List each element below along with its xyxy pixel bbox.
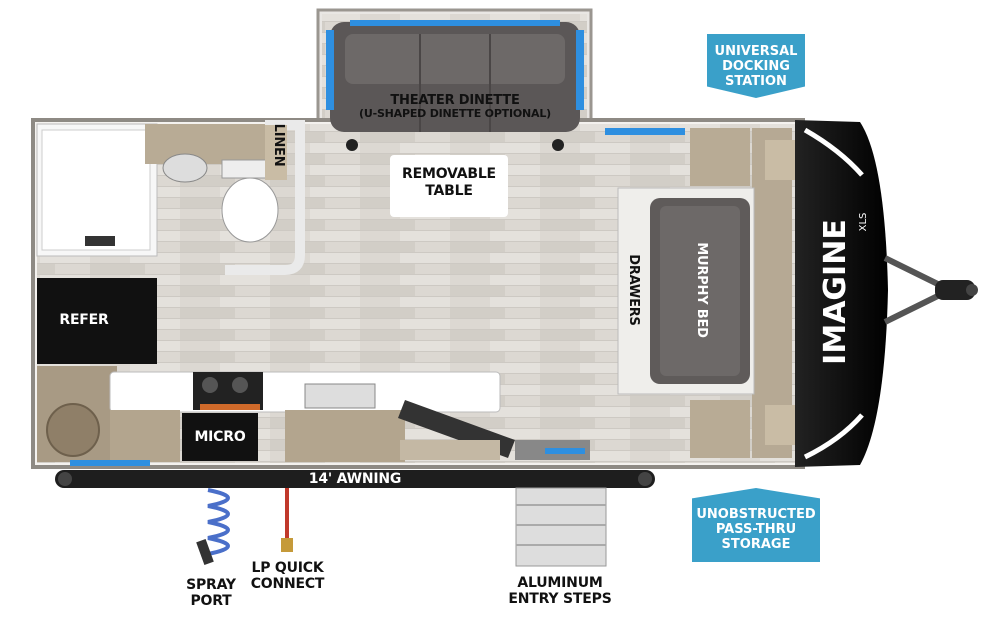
storage-line-2: PASS-THRU (715, 521, 797, 537)
aluminum-steps-label: ALUMINUM ENTRY STEPS (500, 575, 620, 607)
theater-dinette-label: THEATER DINETTE (U-SHAPED DINETTE OPTION… (330, 94, 580, 120)
led-strip (605, 128, 685, 135)
awning (55, 470, 655, 488)
storage-line-3: STORAGE (721, 536, 791, 552)
brand-name: IMAGINE (818, 219, 853, 365)
lp-quick-connect-label: LP QUICK CONNECT (240, 560, 335, 592)
led-strip-bottom (70, 460, 150, 466)
universal-docking-callout: UNIVERSAL DOCKING STATION (707, 34, 805, 98)
pass-thru-storage-callout: UNOBSTRUCTED PASS-THRU STORAGE (692, 488, 820, 562)
kitchen-counter (37, 366, 501, 462)
front-cap (752, 120, 888, 467)
murphy-bed-block (617, 187, 755, 395)
spray-port-line-2: PORT (190, 593, 232, 609)
entry-steps-icon (515, 487, 607, 567)
aluminum-steps-line-1: ALUMINUM (517, 575, 603, 591)
micro-label: MICRO (194, 429, 246, 445)
refer-label: REFER (59, 312, 109, 328)
drawers-label: DRAWERS (626, 254, 641, 326)
aluminum-steps-line-2: ENTRY STEPS (508, 591, 612, 607)
spray-port-icon (196, 488, 230, 565)
hitch (883, 255, 978, 325)
removable-table-line-2: TABLE (425, 183, 473, 199)
murphy-bed-label: MURPHY BED (694, 242, 709, 338)
microwave (182, 413, 258, 461)
theater-dinette-title: THEATER DINETTE (390, 93, 520, 108)
bathroom (36, 120, 305, 275)
lp-quick-connect-line-2: CONNECT (250, 576, 325, 592)
theater-sofa (326, 20, 584, 151)
refrigerator (37, 278, 157, 364)
removable-table-label: REMOVABLE TABLE (390, 166, 508, 200)
docking-line-3: STATION (725, 73, 787, 89)
theater-dinette-note: (U-SHAPED DINETTE OPTIONAL) (359, 107, 551, 120)
docking-line-2: DOCKING (722, 58, 790, 74)
storage-line-1: UNOBSTRUCTED (696, 506, 816, 522)
awning-label: 14' AWNING (308, 471, 402, 487)
front-storage (690, 128, 795, 458)
lp-quick-connect-line-1: LP QUICK (251, 560, 324, 576)
entry-door (398, 400, 590, 460)
removable-table (390, 155, 508, 217)
removable-table-line-1: REMOVABLE (402, 166, 496, 182)
lp-quick-connect-icon (281, 488, 293, 552)
linen-label: LINEN (271, 123, 286, 167)
spray-port-label: SPRAY PORT (176, 577, 246, 609)
brand-model: XLS (858, 213, 869, 232)
spray-port-line-1: SPRAY (186, 577, 236, 593)
docking-line-1: UNIVERSAL (714, 43, 798, 59)
